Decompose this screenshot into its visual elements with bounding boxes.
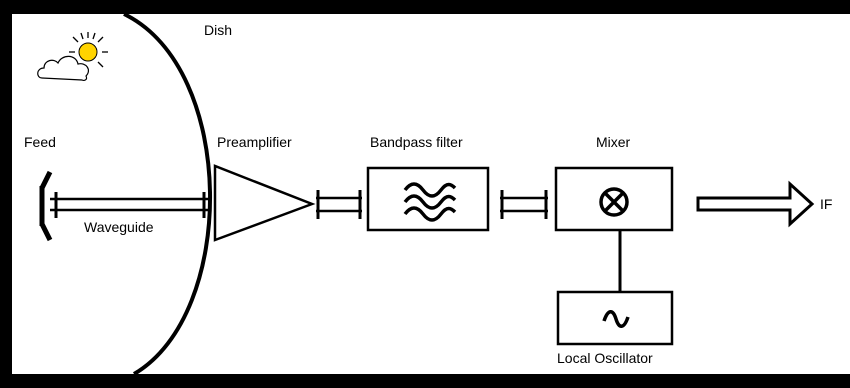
waveguide xyxy=(50,192,210,218)
preamplifier-label: Preamplifier xyxy=(217,134,292,150)
sun-cloud-icon xyxy=(37,32,108,81)
diagram-canvas xyxy=(37,14,815,374)
mixer-label: Mixer xyxy=(596,134,631,150)
waveguide-label: Waveguide xyxy=(84,219,154,235)
local-oscillator-label: Local Oscillator xyxy=(557,350,653,366)
bandpass-filter-label: Bandpass filter xyxy=(370,134,463,150)
feed-horn xyxy=(39,170,53,242)
feed-label: Feed xyxy=(24,134,56,150)
right-arrow-icon xyxy=(696,180,815,228)
cloud-icon xyxy=(37,55,90,81)
sun-icon xyxy=(69,32,108,68)
if-label: IF xyxy=(820,196,833,212)
mixer-box xyxy=(554,166,674,232)
dish-reflector xyxy=(123,14,213,374)
circle-x-icon xyxy=(599,187,629,217)
connector-preamp-bandpass xyxy=(316,190,362,219)
preamplifier-triangle xyxy=(213,164,316,242)
receiver-diagram: Dish Feed Waveguide Preamplifier Bandpas… xyxy=(12,14,850,374)
wave-lines-icon xyxy=(403,182,457,222)
dish-label: Dish xyxy=(204,22,233,38)
sine-wave-icon xyxy=(602,310,630,328)
connector-bandpass-mixer xyxy=(500,190,548,219)
